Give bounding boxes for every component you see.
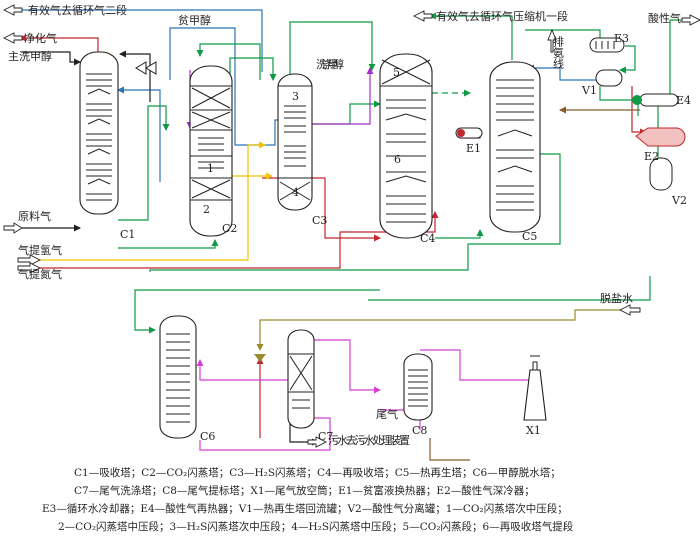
tag-c2: C2 [222,222,237,235]
pipe-magenta-c8-top [420,349,541,384]
tag-v2: V2 [671,194,687,207]
arrow-acid-gas [681,14,700,26]
pipe-green-recycle-stage1 [429,12,513,60]
section-1: 1 [207,162,214,175]
section-4: 4 [292,186,299,199]
tag-c4: C4 [420,232,435,245]
pipe-desalted-water [256,309,620,351]
arrow-clean-gas [2,32,23,44]
pipe-red-acid [631,86,647,136]
tag-c1: C1 [120,228,135,241]
pipe-green-bottom-c5 [149,153,561,272]
drum-v1 [595,69,623,87]
tag-e2: E2 [644,150,659,163]
arrow-desalted-water [618,304,641,316]
tag-c8: C8 [412,424,427,437]
label-stripping-h2: 气提氢气 [18,243,62,257]
pipe-main-wash-inlet [22,51,81,66]
section-3: 3 [292,90,299,103]
arrow-vent-ammonia [547,28,557,53]
pipe-magenta-bottom [199,417,331,451]
label-feed-gas: 原料气 [18,209,51,223]
outlet-arrows [2,4,700,448]
label-wash-methanol: 洗涤甲醇 [316,57,344,71]
pipe-recycle-stage2 [20,9,263,72]
section-5: 5 [393,66,400,79]
arrow-feed-gas [3,222,23,234]
column-c6 [159,315,197,439]
legend-line-4: 2—CO₂闪蒸塔中压段；3—H₂S闪蒸塔次中压段；4—H₂S闪蒸塔中压段；5—C… [58,520,574,533]
pipe-magenta-c7 [310,339,381,394]
pipe-stripping-h2 [40,141,266,261]
column-c2 [189,65,233,237]
tag-v1: V1 [581,84,597,97]
pipe-green-e1 [435,229,484,239]
pipe-magenta-c6 [196,359,290,381]
legend: C1—吸收塔；C2—CO₂闪蒸塔；C3—H₂S闪蒸塔；C4—再吸收塔；C5—热再… [42,466,574,533]
mixer-c7 [254,354,266,362]
tag-c3: C3 [312,214,327,227]
section-2: 2 [203,203,210,216]
tag-x1: X1 [526,424,541,437]
pipe-green-c6 [134,289,380,334]
tag-c7: C7 [318,430,333,443]
pipe-green-v1-c5 [599,86,639,116]
legend-line-1: C1—吸收塔；C2—CO₂闪蒸塔；C3—H₂S闪蒸塔；C4—再吸收塔；C5—热再… [74,466,561,479]
pipe-red-stripping-n2 [40,211,439,269]
tag-c5: C5 [522,230,537,243]
pipe-green-c1-bottom [118,239,219,249]
pipe-green-c8-x1 [368,276,651,301]
pipe-green-acid-gas [669,19,700,100]
column-c8 [403,353,433,421]
section-6: 6 [394,153,401,166]
pipe-purple-c3 [310,67,374,125]
column-c4 [379,53,433,239]
arrow-wastewater [307,436,328,448]
label-clean-gas: 净化气 [24,31,57,45]
tag-e4: E4 [676,94,691,107]
column-c1 [79,51,119,215]
cooler-e3 [589,37,625,53]
label-desalted-water: 脱盐水 [600,291,633,305]
label-lean-methanol: 贫甲醇 [178,13,211,27]
label-main-wash-methanol: 主洗甲醇 [8,49,52,63]
pipe-clean-gas [19,34,99,52]
pipe-blue-c2-c3 [117,86,161,182]
pipes [19,9,700,461]
label-acid-gas: 酸性气 [648,11,681,25]
column-c7 [287,329,315,429]
label-vent-ammonia: 排氨线 [552,35,565,69]
legend-line-3: E3—循环水冷却器；E4—酸性气再热器；V1—热再生塔回流罐；V2—酸性气分离罐… [42,502,568,515]
arrow-recycle-stage2 [2,4,23,16]
arrow-stripping-n2 [17,262,42,274]
vent-stack-x1 [523,355,547,421]
valve [135,61,157,75]
arrow-recycle-stage1 [412,10,433,22]
separator-v2 [649,157,673,191]
pipe-green-c2-c4 [229,57,277,128]
column-c3 [277,73,313,211]
label-stripping-n2: 气提氮气 [18,267,62,281]
tag-c6: C6 [200,430,215,443]
pipe-green-c3-c4 [289,21,376,78]
tag-e3: E3 [614,32,629,45]
pipe-green-top [196,43,261,80]
label-recycle-stage1: 有效气去循环气压缩机一段 [436,9,568,23]
label-tail-gas: 尾气 [376,407,398,421]
pipe-lean-methanol [169,27,291,146]
pipe-main-wash-methanol [119,50,151,102]
pipe-green-c1-c2 [118,105,170,221]
pipe-blue-reflux [527,64,600,81]
reheater-e4 [632,93,679,107]
exchanger-e1 [455,127,483,139]
column-c5 [489,61,541,233]
tag-e1: E1 [466,142,481,155]
chiller-e2 [635,127,686,147]
label-recycle-stage2: 有效气去循环气二段 [28,3,127,17]
legend-line-2: C7—尾气洗涤塔；C8—尾气提标塔；X1—尾气放空筒；E1—贫富液换热器；E2—… [74,484,535,497]
label-wastewater: 污水去污水处理装置 [328,434,410,447]
pipe-brown-lower [429,438,470,461]
pipe-green-e3-v1 [619,45,636,74]
